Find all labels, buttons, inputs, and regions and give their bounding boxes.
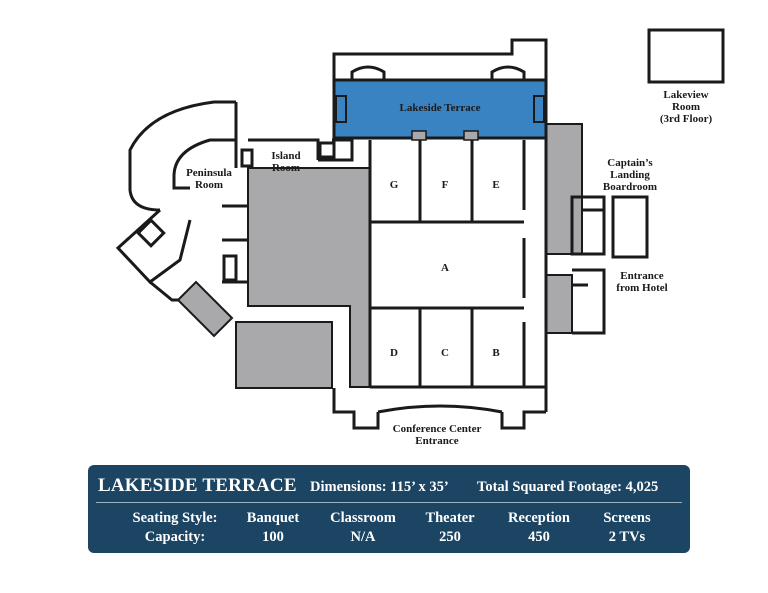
service-area-east-upper <box>545 123 583 255</box>
label-conference-entrance-1: Conference Center <box>393 423 482 435</box>
reception-header: Reception <box>507 510 570 526</box>
reception-value: 450 <box>528 529 550 545</box>
label-room-b: B <box>492 347 500 359</box>
island-room-columns <box>240 148 254 168</box>
label-room-c: C <box>441 347 449 359</box>
captains-landing-room[interactable] <box>611 195 649 259</box>
label-captains-1: Captain’s <box>607 157 653 169</box>
screens-value: 2 TVs <box>608 529 646 545</box>
label-room-e: E <box>492 179 499 191</box>
capacity-col-banquet: Banquet 100 <box>230 509 316 547</box>
peninsula-inner-wall <box>172 138 236 190</box>
theater-header: Theater <box>425 510 475 526</box>
label-lakeview-3: (3rd Floor) <box>660 113 713 125</box>
classroom-value: N/A <box>350 529 376 545</box>
north-arch-right <box>490 65 526 80</box>
captains-anteroom-wall <box>570 195 606 256</box>
south-arch <box>377 404 503 414</box>
peninsula-corridor <box>222 204 248 284</box>
peninsula-fireplace <box>136 218 166 248</box>
capacity-col-labels: Seating Style: Capacity: <box>110 509 240 547</box>
room-info-header: LAKESIDE TERRACE Dimensions: 115’ x 35’ … <box>88 465 690 505</box>
label-island-1: Island <box>271 150 300 162</box>
label-entrance-hotel-2: from Hotel <box>616 282 667 294</box>
conference-block-wall <box>368 138 548 412</box>
label-room-a: A <box>441 262 449 274</box>
peninsula-feature <box>222 254 238 282</box>
conference-south-wall <box>332 388 546 430</box>
service-area-diagonal <box>176 280 234 338</box>
label-lakeview-2: Room <box>672 101 700 113</box>
label-captains-3: Boardroom <box>603 181 657 193</box>
capacity-label: Capacity: <box>144 529 206 545</box>
room-labels: Lakeview Room (3rd Floor) Captain’s Land… <box>186 89 712 447</box>
label-entrance-hotel-1: Entrance <box>620 270 664 282</box>
label-conference-entrance-2: Entrance <box>415 435 459 447</box>
label-room-f: F <box>442 179 449 191</box>
capacity-col-screens: Screens 2 TVs <box>592 509 662 547</box>
banquet-value: 100 <box>262 529 284 545</box>
classroom-header: Classroom <box>330 510 396 526</box>
island-room-wall <box>248 138 354 162</box>
label-room-g: G <box>390 179 399 191</box>
peninsula-lower-wall <box>149 280 178 302</box>
hotel-entrance-wall <box>572 268 606 335</box>
capacity-col-classroom: Classroom N/A <box>318 509 408 547</box>
screens-header: Screens <box>603 510 651 526</box>
capacity-col-reception: Reception 450 <box>494 509 584 547</box>
peninsula-west-wing <box>115 208 192 284</box>
service-area-east-lower <box>545 274 573 334</box>
north-annex-wall <box>332 38 548 124</box>
room-d-wall <box>418 308 526 387</box>
room-dimensions: Dimensions: 115’ x 35’ <box>310 479 449 495</box>
seating-style-label: Seating Style: <box>132 510 218 526</box>
lakeview-room[interactable] <box>647 28 725 84</box>
label-island-2: Room <box>272 162 300 174</box>
north-arch-left <box>350 65 386 80</box>
label-room-d: D <box>390 347 398 359</box>
banquet-header: Banquet <box>246 510 300 526</box>
peninsula-outer-wall <box>128 100 238 212</box>
room-g-wall <box>370 140 526 224</box>
capacity-col-theater: Theater 250 <box>412 509 488 547</box>
label-peninsula-1: Peninsula <box>186 167 232 179</box>
room-name: LAKESIDE TERRACE <box>98 475 297 496</box>
label-peninsula-2: Room <box>195 179 223 191</box>
label-captains-2: Landing <box>610 169 650 181</box>
room-info-panel: LAKESIDE TERRACE Dimensions: 115’ x 35’ … <box>88 465 690 553</box>
theater-value: 250 <box>439 529 461 545</box>
label-lakeside-terrace: Lakeside Terrace <box>400 102 481 114</box>
terrace-fireplace-left <box>335 95 347 123</box>
label-lakeview-1: Lakeview <box>663 89 708 101</box>
terrace-pillar-right <box>463 130 479 141</box>
panel-divider <box>96 502 682 503</box>
room-footage: Total Squared Footage: 4,025 <box>477 479 659 495</box>
service-area-south <box>235 321 333 389</box>
terrace-pillar-left <box>411 130 427 141</box>
island-room-feature <box>318 141 336 159</box>
room-a-wall <box>370 238 526 310</box>
terrace-fireplace-right <box>533 95 545 123</box>
